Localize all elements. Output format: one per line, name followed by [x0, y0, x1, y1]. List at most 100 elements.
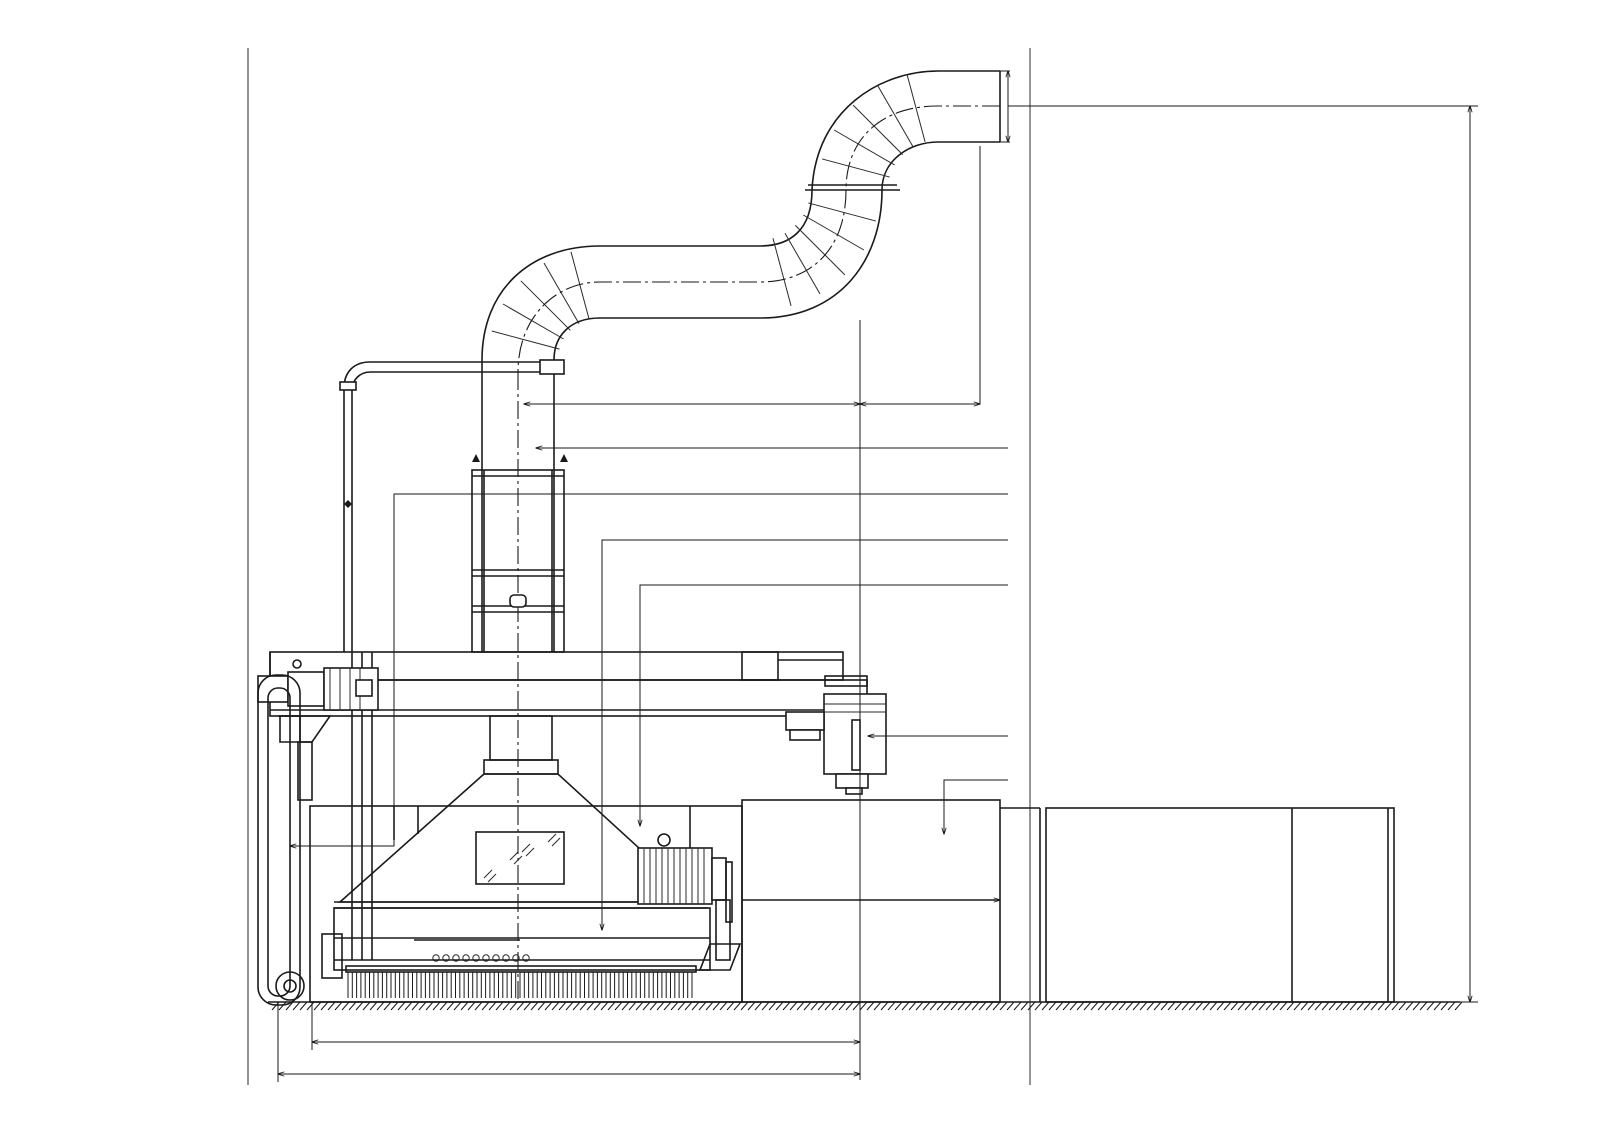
drawing-stroke [285, 1001, 294, 1011]
drawing-stroke [803, 214, 865, 251]
drawing-stroke [495, 1001, 504, 1011]
drawing-stroke [1069, 1001, 1078, 1011]
drawing-stroke [1419, 1001, 1428, 1011]
floor-line [268, 1001, 1463, 1011]
drawing-stroke [880, 1001, 889, 1011]
drawing-stroke [772, 238, 792, 307]
drawing-stroke [1209, 1001, 1218, 1011]
exhaust-duct-s-bend [481, 70, 1001, 373]
drawing-stroke [782, 1001, 791, 1011]
drawing-stroke [803, 1001, 812, 1011]
drawing-stroke [908, 1001, 917, 1011]
drawing-stroke [1160, 1001, 1169, 1011]
drawing-stroke [446, 1001, 455, 1011]
drawing-stroke [796, 1001, 805, 1011]
drawing-stroke [520, 280, 571, 331]
drawing-stroke [761, 1001, 770, 1011]
drawing-stroke [1055, 1001, 1064, 1011]
drawing-stroke [341, 1001, 350, 1011]
drawing-stroke [1440, 1001, 1449, 1011]
hood-gear-motor [637, 833, 733, 961]
drawing-stroke [831, 1001, 840, 1011]
side-motor [785, 693, 887, 795]
drawing-stroke [292, 1001, 301, 1011]
drawing-stroke [1258, 1001, 1267, 1011]
drawing-stroke [1398, 1001, 1407, 1011]
brush-conveyor [321, 907, 742, 998]
drawing-stroke [957, 1001, 966, 1011]
drawing-stroke [1146, 1001, 1155, 1011]
drawing-stroke [334, 1001, 343, 1011]
dimension-lines [278, 71, 1478, 1082]
drawing-stroke [1272, 1001, 1281, 1011]
drawing-stroke [677, 1001, 686, 1011]
drawing-stroke [570, 251, 590, 320]
drawing-stroke [1097, 1001, 1106, 1011]
drawing-stroke [572, 1001, 581, 1011]
drawing-stroke [558, 1001, 567, 1011]
drawing-stroke [922, 1001, 931, 1011]
drawing-stroke [1083, 1001, 1092, 1011]
drawing-stroke [1447, 1001, 1456, 1011]
drawing-stroke [1090, 1001, 1099, 1011]
drawing-stroke [719, 1001, 728, 1011]
drawing-stroke [1153, 1001, 1162, 1011]
drawing-stroke [1286, 1001, 1295, 1011]
drawing-stroke [453, 1001, 462, 1011]
drawing-stroke [992, 1001, 1001, 1011]
drawing-stroke [523, 1001, 532, 1011]
drawing-stroke [971, 1001, 980, 1011]
drawing-stroke [810, 1001, 819, 1011]
drawing-stroke [1342, 1001, 1351, 1011]
drawing-stroke [1391, 1001, 1400, 1011]
vertical-pipe [471, 360, 568, 1000]
drawing-stroke [502, 1001, 511, 1011]
leader-lines [290, 448, 1008, 930]
drawing-stroke [859, 1001, 868, 1011]
drawing-stroke [1251, 1001, 1260, 1011]
drawing-stroke [1314, 1001, 1323, 1011]
drawing-stroke [313, 1001, 322, 1011]
drawing-stroke [1048, 1001, 1057, 1011]
drawing-stroke [376, 1001, 385, 1011]
drawing-stroke [502, 303, 564, 340]
drawing-stroke [1027, 1001, 1036, 1011]
drawing-stroke [418, 1001, 427, 1011]
drawing-stroke [579, 1001, 588, 1011]
drawing-stroke [1405, 1001, 1414, 1011]
drawing-stroke [726, 1001, 735, 1011]
drawing-stroke [838, 1001, 847, 1011]
drawing-stroke [1216, 1001, 1225, 1011]
drawing-stroke [383, 1001, 392, 1011]
vent-hole [512, 954, 520, 962]
drawing-stroke [1265, 1001, 1274, 1011]
drawing-stroke [439, 1001, 448, 1011]
drawing-stroke [656, 1001, 665, 1011]
drawing-stroke [1244, 1001, 1253, 1011]
drawing-stroke [1118, 1001, 1127, 1011]
drawing-stroke [1363, 1001, 1372, 1011]
drawing-stroke [467, 1001, 476, 1011]
drawing-stroke [877, 85, 914, 147]
drawing-stroke [754, 1001, 763, 1011]
drawing-stroke [1454, 1001, 1463, 1011]
drawing-stroke [663, 1001, 672, 1011]
drawing-stroke [481, 1001, 490, 1011]
drawing-stroke [985, 1001, 994, 1011]
drawing-stroke [397, 1001, 406, 1011]
drawing-stroke [950, 1001, 959, 1011]
drawing-stroke [628, 1001, 637, 1011]
drawing-stroke [684, 1001, 693, 1011]
drawing-stroke [537, 1001, 546, 1011]
drawing-stroke [509, 1001, 518, 1011]
drawing-stroke [1062, 1001, 1071, 1011]
drawing-stroke [887, 1001, 896, 1011]
drawing-stroke [586, 1001, 595, 1011]
vent-hole [522, 954, 530, 962]
drawing-stroke [929, 1001, 938, 1011]
vent-hole [432, 954, 440, 962]
drawing-stroke [1377, 1001, 1386, 1011]
drawing-stroke [808, 202, 877, 222]
drawing-stroke [1307, 1001, 1316, 1011]
drawing-stroke [943, 1001, 952, 1011]
